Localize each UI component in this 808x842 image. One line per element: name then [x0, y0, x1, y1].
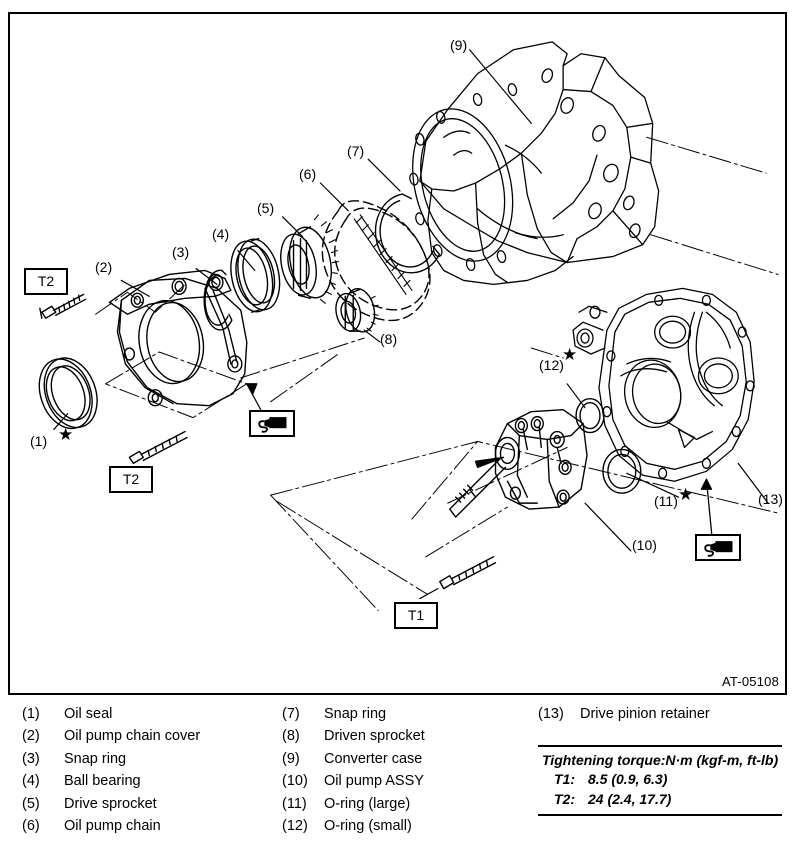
tightening-torque-table: Tightening torque:N·m (kgf-m, ft-lb) T1:… — [538, 745, 782, 816]
legend-item: (8) Driven sprocket — [282, 728, 425, 750]
drive-sprocket-part — [280, 214, 339, 304]
legend-column-1: (1) Oil seal (2) Oil pump chain cover (3) Sna… — [22, 706, 200, 840]
ball-bearing-part — [230, 237, 281, 313]
oil-pump-chain-part — [321, 200, 431, 322]
snap-ring-7-part — [374, 193, 441, 274]
torque-row-key: T2: — [554, 791, 575, 808]
callout-label-13: (13) — [758, 491, 783, 507]
legend-item-label: O-ring (large) — [324, 795, 411, 812]
o-ring-small-part — [575, 398, 605, 434]
legend-item-label: Oil seal — [64, 706, 113, 722]
legend-item-number: (6) — [22, 817, 40, 834]
legend-item: (13) Drive pinion retainer — [538, 706, 710, 728]
exploded-view-diagram-frame: AT-05108 (1) ★ (2) (3) (4) (5) (6) (7) (8) (9) (10… — [8, 12, 787, 695]
legend-item-label: Snap ring — [64, 750, 127, 767]
torque-marker-t1-3: T1 — [394, 602, 438, 629]
legend-item-label: Ball bearing — [64, 773, 141, 790]
legend-item-number: (2) — [22, 728, 40, 745]
callout-label-1: (1) — [30, 433, 48, 449]
star-marker-12: ★ — [562, 345, 578, 364]
legend-item: (6) Oil pump chain — [22, 818, 200, 840]
snap-ring-3-part — [203, 269, 233, 331]
legend-item: (10) Oil pump ASSY — [282, 773, 425, 795]
legend-item-label: O-ring (small) — [324, 817, 412, 834]
callout-label-10: (10) — [632, 537, 657, 553]
legend-item-number: (10) — [282, 773, 308, 790]
legend-item-label: Converter case — [324, 750, 423, 767]
legend-item-number: (5) — [22, 795, 40, 812]
legend-column-3: (13) Drive pinion retainer — [538, 706, 710, 728]
torque-row-value: 8.5 (0.9, 6.3) — [588, 771, 668, 787]
legend-item-label: Oil pump ASSY — [324, 773, 424, 790]
oil-seal-part — [38, 357, 98, 430]
drive-pinion-retainer-part — [572, 287, 755, 482]
sealant-symbol-right — [695, 534, 741, 561]
star-marker-1: ★ — [58, 425, 74, 444]
callout-label-8: (8) — [380, 331, 398, 347]
legend-item-number: (13) — [538, 706, 564, 722]
legend-item: (4) Ball bearing — [22, 773, 200, 795]
torque-marker-t2-1: T2 — [24, 268, 68, 295]
oil-pump-assy-part — [449, 408, 588, 518]
legend-column-2: (7) Snap ring (8) Driven sprocket (9) Convert… — [282, 706, 425, 840]
callout-label-2: (2) — [95, 259, 113, 275]
legend-item-label: Oil pump chain — [64, 817, 161, 834]
callout-label-7: (7) — [347, 143, 365, 159]
legend-item-label: Drive pinion retainer — [580, 706, 710, 722]
legend-item-label: Driven sprocket — [324, 728, 425, 745]
torque-row: T2: 24 (2.4, 17.7) — [538, 789, 782, 809]
o-ring-large-part — [602, 448, 642, 494]
callout-label-3: (3) — [172, 244, 190, 260]
legend-item-label: Snap ring — [324, 706, 387, 722]
torque-row-key: T1: — [554, 771, 575, 787]
torque-marker-t2-2: T2 — [109, 466, 153, 493]
callout-label-6: (6) — [299, 166, 317, 182]
legend-item: (11) O-ring (large) — [282, 796, 425, 818]
legend-item-number: (3) — [22, 750, 40, 767]
legend-item-number: (11) — [282, 795, 307, 812]
legend-item-number: (8) — [282, 728, 300, 745]
legend-item-number: (1) — [22, 706, 40, 722]
legend-item: (5) Drive sprocket — [22, 796, 200, 818]
legend-item-number: (4) — [22, 773, 40, 790]
legend-item: (3) Snap ring — [22, 751, 200, 773]
parts-legend: (1) Oil seal (2) Oil pump chain cover (3) Sna… — [0, 706, 808, 842]
bolt-t2-upper — [39, 293, 87, 319]
callout-label-9: (9) — [450, 37, 468, 53]
diagram-id-label: AT-05108 — [721, 674, 779, 689]
legend-item: (2) Oil pump chain cover — [22, 728, 200, 750]
callout-label-12: (12) — [539, 357, 564, 373]
exploded-view-illustration — [38, 41, 779, 611]
legend-item: (9) Converter case — [282, 751, 425, 773]
converter-case-part — [409, 41, 660, 286]
legend-item-label: Drive sprocket — [64, 795, 157, 812]
torque-table-rows: T1: 8.5 (0.9, 6.3) T2: 24 (2.4, 17.7) — [538, 769, 782, 810]
bolt-t2-lower — [128, 430, 188, 465]
driven-sprocket-part — [335, 287, 379, 333]
star-marker-11: ★ — [678, 485, 694, 504]
oil-pump-chain-cover-part — [108, 269, 248, 407]
torque-row: T1: 8.5 (0.9, 6.3) — [538, 769, 782, 789]
bolt-t1 — [419, 556, 497, 600]
legend-item: (12) O-ring (small) — [282, 818, 425, 840]
callout-label-5: (5) — [257, 200, 275, 216]
legend-item: (1) Oil seal — [22, 706, 200, 728]
legend-item-number: (9) — [282, 750, 300, 767]
legend-item-number: (7) — [282, 706, 300, 722]
sealant-symbol-left — [249, 410, 295, 437]
torque-table-title: Tightening torque:N·m (kgf-m, ft-lb) — [542, 752, 779, 768]
callout-label-4: (4) — [212, 226, 230, 242]
torque-row-value: 24 (2.4, 17.7) — [588, 791, 672, 808]
callout-label-11: (11) — [654, 493, 678, 509]
legend-item: (7) Snap ring — [282, 706, 425, 728]
legend-item-label: Oil pump chain cover — [64, 728, 201, 745]
legend-item-number: (12) — [282, 817, 308, 834]
